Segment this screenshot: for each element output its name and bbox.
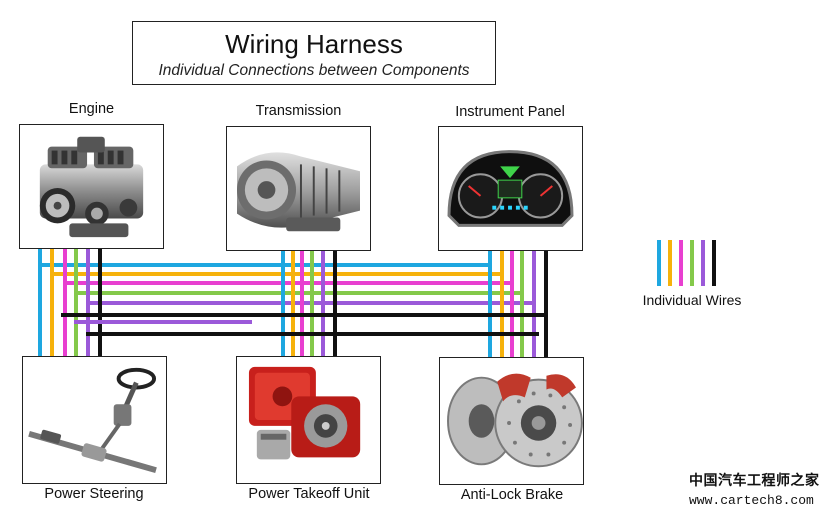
engine-label: Engine — [68, 101, 115, 117]
watermark-url: www.cartech8.com — [689, 493, 814, 508]
power-takeoff-icon — [248, 366, 361, 460]
instrument-panel-box — [438, 126, 583, 251]
instrument-panel-label: Instrument Panel — [455, 104, 565, 120]
diagram-title: Wiring Harness — [225, 29, 403, 59]
anti-lock-brake-icon — [447, 373, 583, 468]
power-steering-box — [22, 356, 167, 484]
transmission-box — [226, 126, 371, 251]
transmission-label: Transmission — [255, 103, 342, 119]
instrument-panel-icon — [447, 150, 574, 227]
power-steering-label: Power Steering — [44, 486, 144, 502]
power-steering-icon — [28, 367, 157, 474]
wire-color-legend — [657, 240, 716, 286]
engine-icon — [39, 136, 144, 238]
anti-lock-brake-box — [439, 357, 584, 485]
power-takeoff-label: Power Takeoff Unit — [248, 486, 370, 502]
anti-lock-brake-label: Anti-Lock Brake — [460, 487, 564, 503]
title-box: Wiring Harness Individual Connections be… — [132, 21, 496, 85]
power-takeoff-box — [236, 356, 381, 484]
legend-label: Individual Wires — [642, 292, 742, 308]
diagram-subtitle: Individual Connections between Component… — [158, 62, 470, 79]
engine-box — [19, 124, 164, 249]
watermark-site-name: 中国汽车工程师之家 — [689, 473, 820, 489]
transmission-icon — [237, 152, 360, 232]
